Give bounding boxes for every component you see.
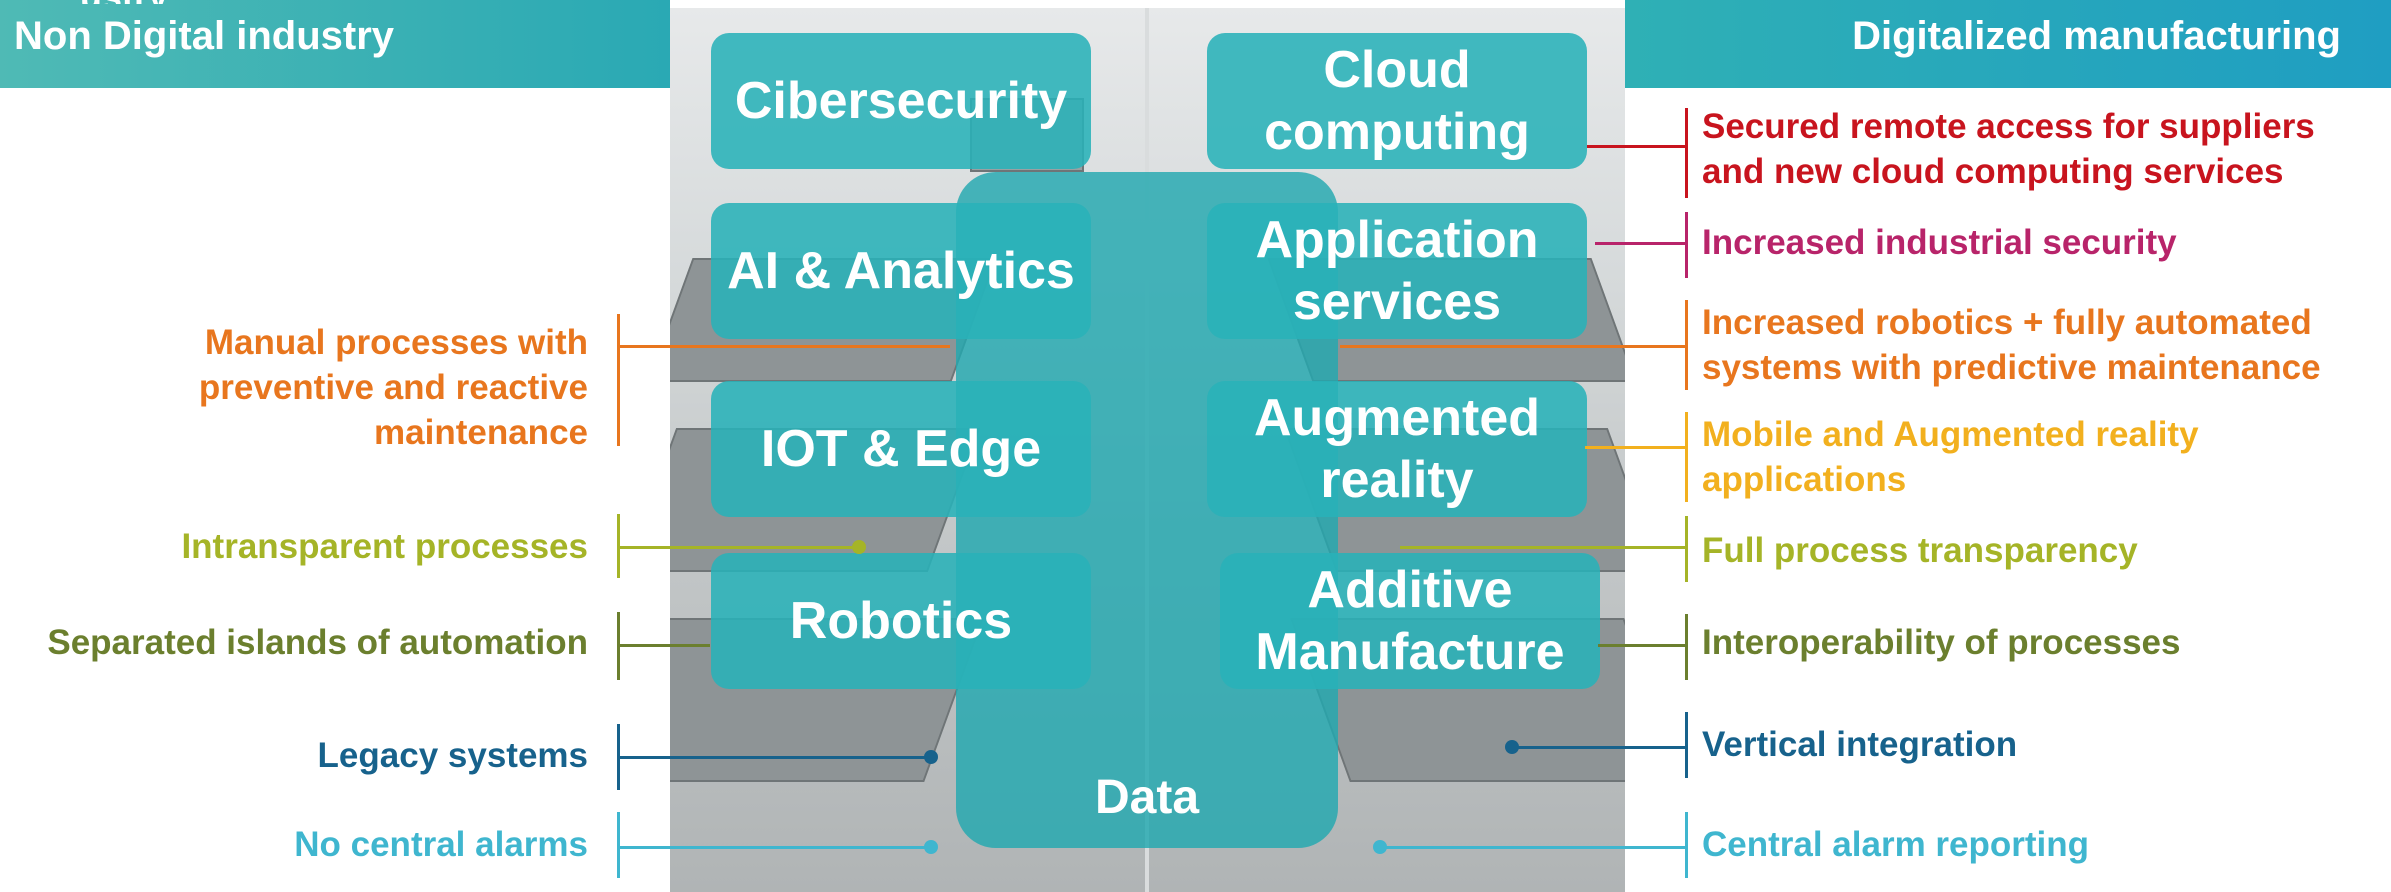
right-label-interoperability: Interoperability of processes: [1702, 623, 2181, 662]
right-bracket: [1685, 300, 1688, 390]
data-spine-label: Data: [1094, 771, 1200, 824]
left-bracket: [617, 812, 620, 878]
right-connector: [1512, 746, 1685, 749]
connector-dot: [924, 750, 938, 764]
right-label-mobile-augmented: Mobile and Augmented reality application…: [1702, 415, 2199, 499]
left-header-banner: ustry Non Digital industry: [0, 0, 670, 88]
right-label-secured-remote-access: Secured remote access for suppliers and …: [1702, 107, 2315, 191]
right-bracket: [1685, 412, 1688, 502]
right-header-banner: Digitalized manufacturing: [1625, 0, 2391, 88]
robotics-box: Robotics: [711, 553, 1091, 689]
right-bracket: [1685, 516, 1688, 582]
left-label-manual-processes: Manual processes with preventive and rea…: [198, 323, 588, 452]
iot-edge-box: IOT & Edge: [711, 381, 1091, 517]
right-bracket: [1685, 108, 1688, 198]
left-bracket: [617, 314, 620, 446]
left-connector: [620, 546, 860, 549]
augmented-reality-box: Augmented reality: [1207, 381, 1587, 517]
cloud-computing-box: Cloud computing: [1207, 33, 1587, 169]
left-connector: [620, 756, 930, 759]
right-connector: [1598, 644, 1685, 647]
right-bracket: [1685, 712, 1688, 778]
cibersecurity-box: Cibersecurity: [711, 33, 1091, 169]
right-connector: [1340, 345, 1685, 348]
connector-dot: [852, 540, 866, 554]
right-bracket: [1685, 614, 1688, 680]
connector-dot: [924, 840, 938, 854]
connector-dot: [1373, 840, 1387, 854]
right-connector: [1587, 145, 1685, 148]
ai-analytics-box: AI & Analytics: [711, 203, 1091, 339]
right-bracket: [1685, 212, 1688, 278]
left-label-separated-islands: Separated islands of automation: [47, 623, 588, 662]
additive-manufacture-box: Additive Manufacture: [1220, 553, 1600, 689]
right-connector: [1595, 242, 1685, 245]
left-connector: [620, 644, 710, 647]
right-label-full-transparency: Full process transparency: [1702, 531, 2138, 570]
right-connector: [1380, 846, 1685, 849]
left-connector: [620, 345, 950, 348]
right-label-central-alarm: Central alarm reporting: [1702, 825, 2090, 864]
left-label-legacy-systems: Legacy systems: [317, 736, 588, 775]
left-bracket: [617, 724, 620, 790]
left-label-intransparent: Intransparent processes: [181, 527, 588, 566]
right-label-increased-robotics: Increased robotics + fully automated sys…: [1702, 303, 2321, 387]
right-connector: [1400, 546, 1685, 549]
left-bracket: [617, 612, 620, 680]
right-connector: [1585, 446, 1685, 449]
left-connector: [620, 846, 930, 849]
left-title: Non Digital industry: [14, 14, 394, 58]
application-services-box: Application services: [1207, 203, 1587, 339]
connector-dot: [1505, 740, 1519, 754]
right-bracket: [1685, 812, 1688, 878]
right-title: Digitalized manufacturing: [1852, 14, 2341, 58]
left-bracket: [617, 514, 620, 578]
left-label-no-central-alarms: No central alarms: [294, 825, 588, 864]
right-label-vertical-integration: Vertical integration: [1702, 725, 2018, 764]
cut-off-title: ustry: [80, 0, 300, 4]
right-label-industrial-security: Increased industrial security: [1702, 223, 2177, 262]
